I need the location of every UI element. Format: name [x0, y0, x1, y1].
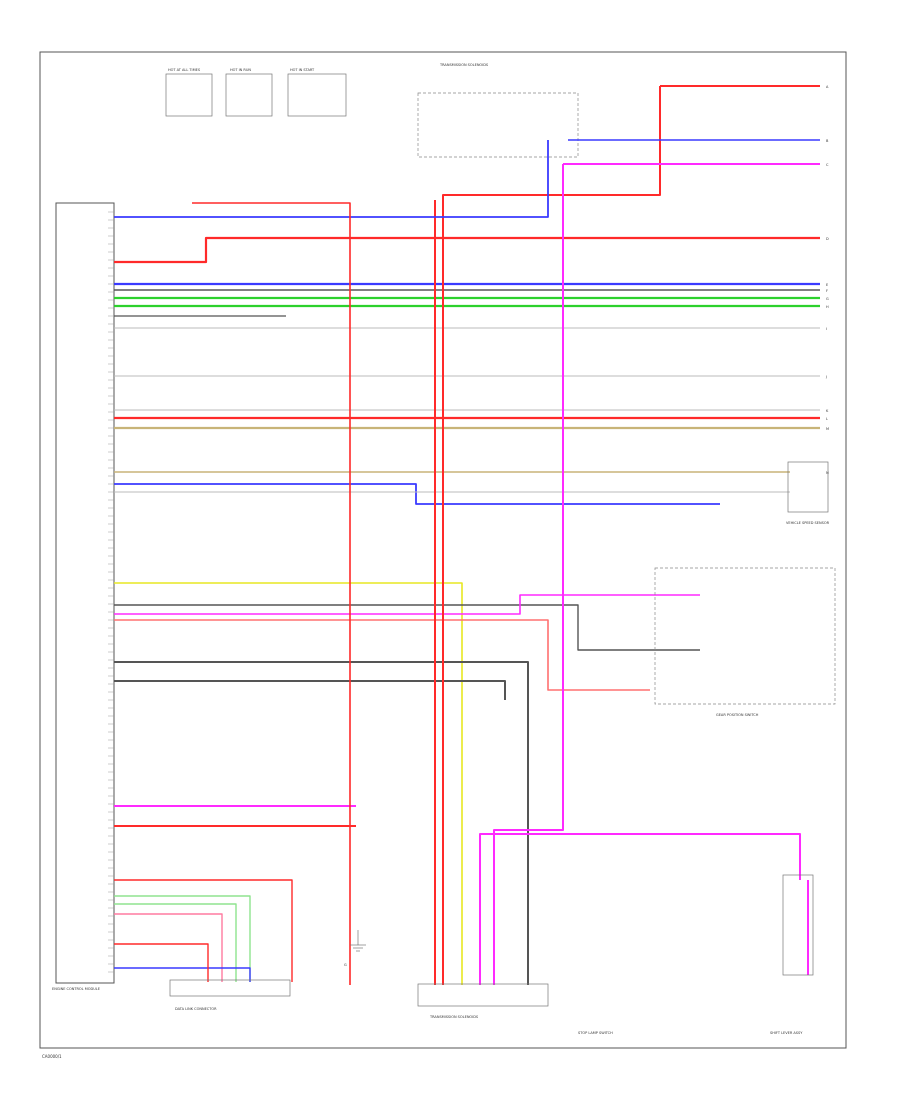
sensor-connector-label: VEHICLE SPEED SENSOR [786, 521, 830, 525]
fuse-box-2 [225, 73, 273, 117]
right-terminal-letter: I [826, 327, 827, 331]
right-terminal-letter: E [826, 283, 828, 287]
transmission-connector [417, 983, 549, 1007]
wire-dl-pink [114, 913, 223, 982]
data-link-connector [169, 979, 291, 997]
wire-dl-blue [114, 967, 251, 982]
wire-gray-4 [114, 661, 529, 985]
ecm-pin-labels [108, 211, 114, 973]
wire-layer [114, 85, 820, 985]
wire-red-1 [114, 236, 820, 264]
wire-blue-top [114, 140, 549, 218]
wire-red-ecm [192, 202, 351, 985]
fuse-label-3: HOT IN START [290, 68, 315, 72]
stop-lamp-label: STOP LAMP SWITCH [578, 1031, 613, 1035]
sensor-connector [787, 461, 829, 513]
ecm-block [55, 202, 115, 984]
fuse-label-1: HOT AT ALL TIMES [168, 68, 201, 72]
fuse-box-1 [165, 73, 213, 117]
right-terminal-letter: B [826, 139, 829, 143]
right-terminal-letter: C [826, 163, 829, 167]
wire-red-top-2 [442, 86, 661, 985]
right-terminal-letter: N [826, 471, 829, 475]
shift-lever-connector [782, 874, 814, 976]
wire-yellow-1 [114, 582, 463, 985]
relay-box-label: TRANSMISSION SOLENOIDS [439, 63, 489, 67]
wire-dl-green2 [114, 903, 237, 982]
ground-label: G [344, 963, 347, 967]
data-link-label: DATA LINK CONNECTOR [175, 1007, 217, 1011]
diagram-frame [39, 51, 847, 1049]
right-terminal-letter: M [826, 427, 829, 431]
wire-gray-5 [114, 680, 506, 700]
wire-gray-3 [114, 604, 700, 651]
right-terminal-letter: G [826, 297, 829, 301]
wire-dl-red2 [114, 943, 209, 982]
wire-blue-2 [114, 483, 720, 505]
fuse-box-3 [287, 73, 347, 117]
right-terminal-letter: H [826, 305, 829, 309]
relay-box [417, 92, 579, 158]
wire-red-3 [114, 619, 650, 691]
gear-position-label: GEAR POSITION SWITCH [716, 713, 759, 717]
wire-dl-green [114, 895, 251, 982]
shift-lever-label: SHIFT LEVER ASSY [770, 1031, 803, 1035]
footer-code: CA0000/1 [42, 1054, 62, 1059]
wire-pink-top-2 [493, 164, 564, 985]
ecm-label: ENGINE CONTROL MODULE [52, 987, 100, 991]
right-terminal-letter: L [826, 417, 828, 421]
right-terminal-letter: A [826, 85, 829, 89]
right-terminal-letter: F [826, 289, 828, 293]
gear-position-switch [654, 567, 836, 705]
fuse-label-2: HOT IN RUN [230, 68, 251, 72]
wire-pink-1 [114, 594, 700, 615]
ground-symbol: G [344, 930, 366, 967]
right-terminal-letter: K [826, 409, 829, 413]
right-terminal-letter: J [825, 375, 827, 379]
wire-pink-bottom [479, 833, 801, 985]
wire-dl-red [114, 879, 293, 982]
right-terminal-letter: D [826, 237, 829, 241]
transmission-connector-label: TRANSMISSION SOLENOIDS [429, 1015, 479, 1019]
